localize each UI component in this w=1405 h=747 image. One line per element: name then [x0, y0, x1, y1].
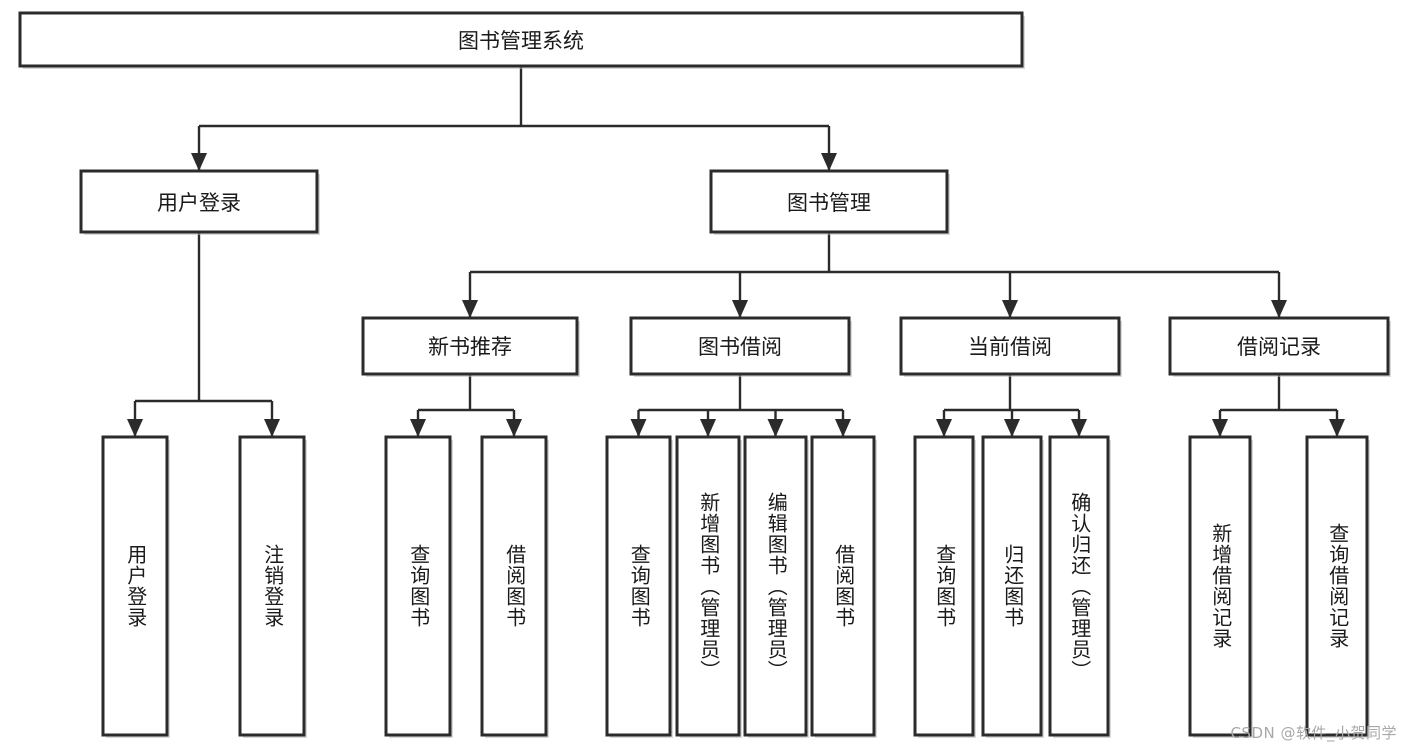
- node-leaf-add-record[interactable]: [1188, 435, 1252, 737]
- arrow-head-icon: [835, 419, 851, 437]
- node-leaf-query-record[interactable]: [1305, 435, 1369, 737]
- arrow-head-icon: [1071, 419, 1087, 437]
- node-current-borrow[interactable]: [899, 316, 1121, 376]
- node-leaf-user-login[interactable]: [101, 435, 169, 737]
- node-root[interactable]: [18, 11, 1024, 68]
- arrow-head-icon: [127, 419, 143, 437]
- arrow-head-icon: [630, 419, 647, 437]
- node-leaf-borrow-book-2[interactable]: [810, 435, 876, 737]
- arrow-head-icon: [1212, 419, 1228, 437]
- node-leaf-query-book-1[interactable]: [384, 435, 452, 737]
- arrow-head-icon: [700, 419, 716, 437]
- node-book-manage[interactable]: [709, 169, 949, 234]
- arrow-head-icon: [1004, 419, 1020, 437]
- node-borrow-record[interactable]: [1168, 316, 1390, 376]
- node-leaf-query-book-2[interactable]: [605, 435, 672, 737]
- node-book-borrow[interactable]: [629, 316, 851, 376]
- node-leaf-edit-book[interactable]: [743, 435, 808, 737]
- arrow-head-icon: [191, 153, 207, 171]
- node-new-book-rec[interactable]: [361, 316, 579, 376]
- node-leaf-return-book[interactable]: [981, 435, 1043, 737]
- arrow-head-icon: [462, 300, 478, 318]
- connector-layer: [127, 66, 1345, 437]
- arrow-head-icon: [936, 419, 952, 437]
- node-leaf-confirm-return[interactable]: [1048, 435, 1110, 737]
- node-leaf-user-logout[interactable]: [238, 435, 306, 737]
- watermark-text: CSDN @软件_小贺同学: [1230, 724, 1397, 742]
- arrow-head-icon: [1002, 300, 1018, 318]
- arrow-head-icon: [506, 419, 522, 437]
- arrow-head-icon: [767, 419, 784, 437]
- node-user-login[interactable]: [79, 169, 319, 234]
- arrow-head-icon: [1329, 419, 1345, 437]
- node-leaf-query-book-3[interactable]: [913, 435, 975, 737]
- node-leaf-add-book[interactable]: [675, 435, 741, 737]
- arrow-head-icon: [410, 419, 426, 437]
- arrow-head-icon: [1271, 300, 1287, 318]
- arrow-head-icon: [732, 300, 748, 318]
- node-box-layer: [18, 11, 1391, 738]
- node-leaf-borrow-book-1[interactable]: [480, 435, 548, 737]
- arrow-head-icon: [821, 153, 837, 171]
- arrow-head-icon: [264, 419, 280, 437]
